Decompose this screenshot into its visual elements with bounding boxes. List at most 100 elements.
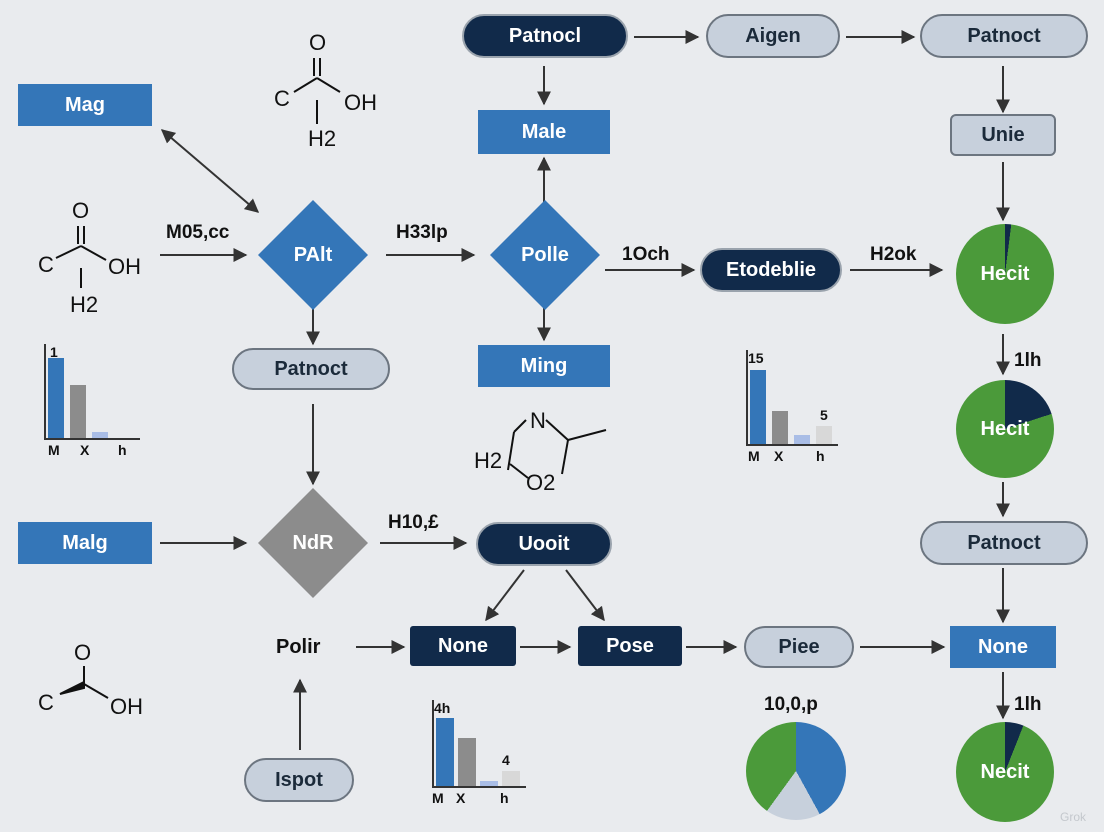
middle-tick-2: h [816,448,825,464]
left_top-tick-1: X [80,442,90,458]
pie-hecit-2-label: Hecit [980,417,1030,440]
chem2-h2: H2 [70,292,99,317]
arrow-uooit-pose [565,569,605,622]
chem-bonds-4 [59,666,109,699]
chem1-oh: OH [344,90,377,115]
chem4-c: C [38,690,54,715]
chem-bonds-2 [55,226,107,288]
bottom-tick-1: X [456,790,466,806]
node-unie: Unie [950,114,1056,156]
edge-label-h10: H10,£ [388,512,439,533]
node-aigen: Aigen [706,14,840,58]
watermark: Grok [1059,810,1086,824]
chem3-o2: O2 [526,470,556,495]
bottom-bar-1 [458,738,476,786]
edge-label-m05cc: M05,cc [166,222,230,243]
left_top-bar-0 [48,358,64,438]
left_top-top-label: 1 [50,344,58,360]
left_top-x-axis [44,438,140,440]
edge-label-h2ok: H2ok [870,244,917,265]
left_top-bar-1 [70,385,86,438]
node-piee: Piee [744,626,854,668]
bottom-bar-3 [502,771,520,786]
chem2-oh: OH [108,254,141,279]
node-etodeblie: Etodeblie [700,248,842,292]
chem1-h2: H2 [308,126,337,151]
pie-hecit-1: Hecit [956,224,1054,324]
node-patnoct-top-right: Patnoct [920,14,1088,58]
edge-label-1lh-b: 1lh [1014,694,1042,715]
bottom-x-axis [432,786,526,788]
middle-bar-2 [794,435,810,444]
node-patnoct-right: Patnoct [920,521,1088,565]
node-mag: Mag [18,84,152,126]
bottom-top-label: 4h [434,700,451,716]
node-patnocl: Patnocl [462,14,628,58]
middle-side-label: 5 [820,407,828,423]
middle-bar-3 [816,426,832,444]
node-uooit: Uooit [476,522,612,566]
bottom-side-label: 4 [502,752,510,768]
chem1-o: O [309,30,327,55]
node-male: Male [478,110,610,154]
chem-bonds-3 [507,419,607,479]
node-malg: Malg [18,522,152,564]
pie-bottom [746,722,846,820]
node-none-right: None [950,626,1056,668]
node-patnoct-mid: Patnoct [232,348,390,390]
left_top-bar-2 [92,432,108,438]
middle-x-axis [746,444,838,446]
bottom-tick-0: M [432,790,444,806]
edge-label-h33lp: H33lp [396,222,448,243]
pie-hecit-1-label: Hecit [980,262,1030,285]
bottom-y-axis [432,700,434,786]
chem2-c: C [38,252,54,277]
chem-structure-3: N H2 O2 [474,404,614,500]
middle-bar-1 [772,411,788,444]
middle-tick-0: M [748,448,760,464]
chem3-n: N [530,408,546,433]
node-pose: Pose [578,626,682,666]
node-ispot: Ispot [244,758,354,802]
chem-structure-4: O C OH [34,636,164,736]
node-ming: Ming [478,345,610,387]
chem2-o: O [72,198,90,223]
middle-top-label: 15 [748,350,764,366]
chem1-c: C [274,86,290,111]
pie-hecit-2: Hecit [956,380,1054,478]
left_top-tick-0: M [48,442,60,458]
left_top-y-axis [44,344,46,438]
chem-structure-2: O C OH H2 [34,196,164,326]
middle-bar-0 [750,370,766,444]
chem3-h2: H2 [474,448,503,473]
node-ndr-label: NdR [292,531,334,554]
arrow-mag-palt [160,129,260,213]
middle-tick-1: X [774,448,784,464]
chem4-oh: OH [110,694,143,719]
left_top-tick-2: h [118,442,127,458]
chem-structure-1: O C OH H2 [262,28,392,158]
bottom-bar-2 [480,781,498,786]
node-palt: PAlt [258,200,368,310]
arrow-uooit-none [485,569,525,622]
edge-label-1lh-a: 1lh [1014,350,1042,371]
pie-caption: 10,0,p [764,694,818,715]
edge-label-10ch: 1Och [622,244,670,265]
node-none-left: None [410,626,516,666]
middle-y-axis [746,350,748,444]
pie-necit: Necit [956,722,1054,822]
node-polir: Polir [276,636,321,658]
node-polle-label: Polle [521,243,569,266]
bottom-tick-2: h [500,790,509,806]
pie-necit-label: Necit [980,760,1030,783]
node-palt-label: PAlt [293,243,333,266]
chem4-o: O [74,640,92,665]
node-ndr: NdR [258,488,368,598]
bottom-bar-0 [436,718,454,786]
chem-bonds-1 [293,58,341,124]
